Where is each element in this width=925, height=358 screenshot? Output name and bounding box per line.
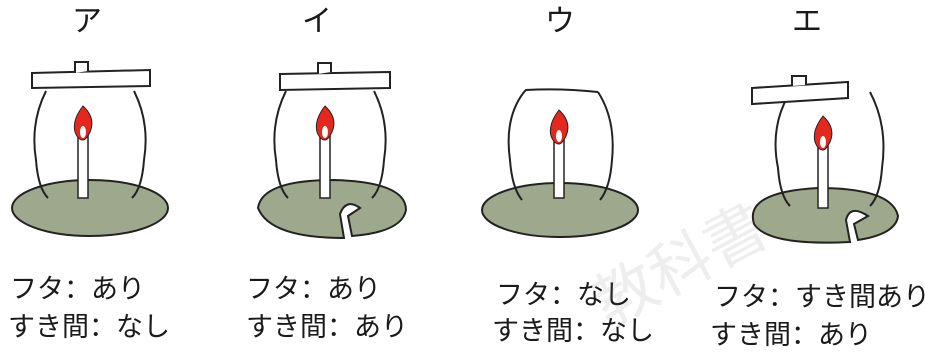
jar-outline bbox=[273, 90, 387, 199]
gap-caption: すき間：あり bbox=[246, 312, 408, 343]
flame-core bbox=[556, 130, 562, 142]
flame-icon bbox=[315, 105, 335, 141]
panel-a: ア フタ：あり すき間：なし bbox=[0, 0, 230, 358]
gap-caption: すき間：なし bbox=[492, 316, 654, 347]
panel-label: ウ bbox=[545, 4, 575, 39]
panel-label: イ bbox=[302, 4, 332, 39]
base-plate bbox=[11, 179, 169, 237]
flame-icon bbox=[73, 105, 93, 141]
candle bbox=[319, 135, 331, 199]
lid-caption: フタ：あり bbox=[246, 274, 381, 305]
jar-lid bbox=[279, 70, 391, 92]
gap-caption: すき間：あり bbox=[710, 320, 872, 351]
lid-caption: フタ：あり bbox=[10, 274, 145, 305]
panel-label: ア bbox=[72, 4, 102, 39]
jar-candle-lid-closed bbox=[11, 61, 169, 237]
panel-u: ウ フタ：なし すき間：なし bbox=[470, 0, 700, 358]
jar-outline bbox=[507, 88, 614, 201]
gap-caption: すき間：なし bbox=[8, 312, 170, 343]
jar-lid bbox=[31, 68, 151, 90]
jar-lid bbox=[751, 80, 849, 106]
jar-outline bbox=[774, 91, 885, 207]
base-plate bbox=[751, 186, 900, 244]
lid-knob bbox=[317, 62, 332, 74]
lid-caption: フタ：なし bbox=[496, 280, 631, 311]
panel-i: イ フタ：あり すき間：あり bbox=[240, 0, 470, 358]
flame-core bbox=[322, 126, 328, 138]
flame-core bbox=[80, 126, 86, 138]
flame-icon bbox=[813, 115, 833, 151]
jar-candle-no-lid bbox=[481, 88, 639, 238]
lid-caption: フタ：すき間あり bbox=[714, 282, 925, 313]
lid-knob bbox=[74, 61, 89, 73]
base-plate bbox=[256, 178, 408, 240]
flame-icon bbox=[549, 109, 569, 145]
panel-label: エ bbox=[792, 4, 822, 39]
candle bbox=[77, 135, 89, 199]
flame-core bbox=[820, 136, 826, 148]
candle bbox=[817, 145, 829, 209]
candle bbox=[553, 139, 565, 199]
jar-candle-lid-gap bbox=[751, 75, 900, 244]
jar-outline bbox=[33, 90, 147, 199]
lid-knob bbox=[791, 75, 807, 86]
jar-candle-lid-closed-with-gap bbox=[256, 62, 408, 240]
panel-e: エ フタ：すき間あり すき間：あり bbox=[700, 0, 925, 358]
